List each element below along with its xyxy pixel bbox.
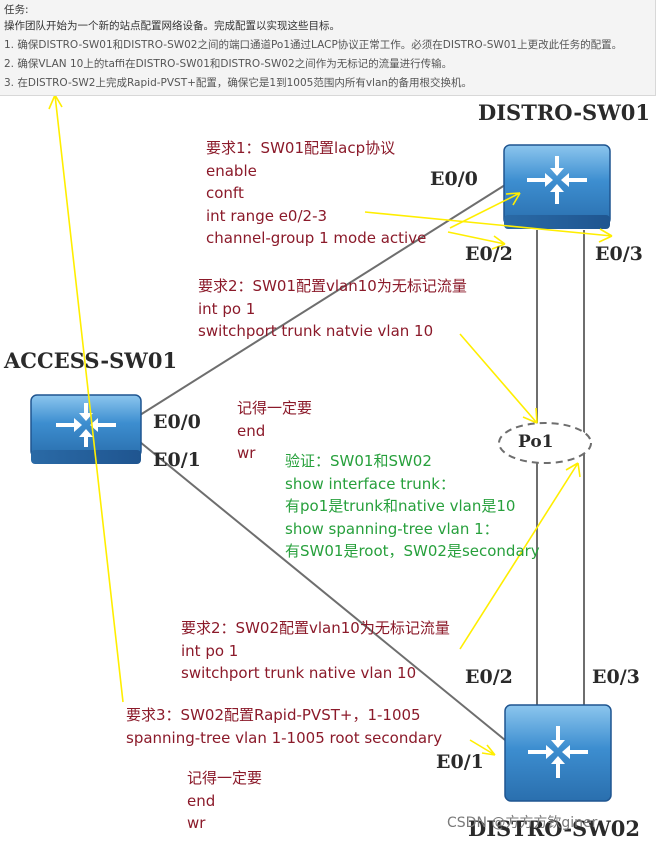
note-remember-1: 记得一定要 end wr: [237, 397, 312, 465]
port-d1-e03: E0/3: [595, 243, 643, 265]
arrow-req1-to-e02: [447, 231, 506, 250]
po1-label: Po1: [518, 432, 554, 452]
note-req1-line: int range e0/2-3: [206, 206, 328, 225]
note-remember-line: 记得一定要: [237, 399, 313, 417]
note-remember-line: end: [237, 421, 266, 440]
note-req3: 要求3：SW02配置Rapid-PVST+，1-1005 spanning-tr…: [126, 704, 442, 749]
note-req2-sw02-line: int po 1: [181, 641, 239, 660]
note-verify-line: 有SW01是root，SW02是secondary: [285, 542, 540, 560]
arrow-req2a-to-po1: [459, 333, 538, 424]
note-verify-line: 验证：SW01和SW02: [285, 452, 432, 470]
arrow-req1-to-e00: [449, 192, 521, 229]
note-verify-line: show spanning-tree vlan 1：: [285, 519, 499, 538]
port-d2-e03: E0/3: [592, 666, 640, 688]
switch-icon-distro-sw01[interactable]: [503, 144, 611, 229]
port-a-e01: E0/1: [153, 449, 201, 471]
note-remember-line: end: [187, 791, 216, 810]
device-label-distro-sw02: DISTRO-SW02: [468, 816, 641, 841]
note-remember-line: 记得一定要: [187, 769, 263, 787]
note-req2-sw02: 要求2：SW02配置vlan10为无标记流量 int po 1 switchpo…: [181, 617, 450, 685]
note-req1-line: channel-group 1 mode active: [206, 229, 427, 247]
device-label-access-sw01: ACCESS-SW01: [4, 348, 178, 373]
arrow-req1-to-e03: [364, 211, 613, 243]
po1-bundle-ellipse: [498, 422, 592, 464]
task-item-3: 3. 在DISTRO-SW2上完成Rapid-PVST+配置，确保它是1到100…: [4, 77, 473, 89]
port-d1-e00: E0/0: [430, 168, 478, 190]
task-heading: 任务:: [4, 4, 29, 16]
arrow-req3-to-distro2: [469, 739, 496, 756]
port-d2-e02: E0/2: [465, 666, 513, 688]
task-item-1: 1. 确保DISTRO-SW01和DISTRO-SW02之间的端口通道Po1通过…: [4, 39, 623, 51]
link-access-distro2: [139, 441, 506, 741]
note-req3-line: 要求3：SW02配置Rapid-PVST+，1-1005: [126, 706, 421, 724]
note-req2-sw01: 要求2：SW01配置vlan10为无标记流量 int po 1 switchpo…: [198, 275, 467, 343]
link-access-distro1: [139, 184, 506, 416]
arrow-req3-to-task3: [48, 94, 124, 703]
switch-icon-distro-sw02[interactable]: [504, 704, 612, 802]
note-req1-line: enable: [206, 161, 257, 180]
task-panel: 任务: 操作团队开始为一个新的站点配置网络设备。完成配置以实现这些目标。 1. …: [0, 0, 656, 96]
watermark: CSDN @方方方钦giner: [447, 815, 598, 831]
note-verify-line: 有po1是trunk和native vlan是10: [285, 497, 516, 515]
port-d1-e02: E0/2: [465, 243, 513, 265]
note-remember-line: wr: [237, 444, 256, 462]
task-intro: 操作团队开始为一个新的站点配置网络设备。完成配置以实现这些目标。: [4, 20, 340, 32]
note-verify: 验证：SW01和SW02 show interface trunk： 有po1是…: [285, 450, 540, 563]
arrow-req2b-to-po1: [459, 462, 581, 650]
note-req2-sw01-line: int po 1: [198, 299, 256, 318]
note-verify-line: show interface trunk：: [285, 474, 455, 493]
note-req2-sw02-line: 要求2：SW02配置vlan10为无标记流量: [181, 619, 450, 637]
note-req2-sw02-line: switchport trunk native vlan 10: [181, 664, 417, 682]
note-remember-line: wr: [187, 814, 206, 832]
note-req2-sw01-line: switchport trunk natvie vlan 10: [198, 322, 434, 340]
note-req1-line: conft: [206, 184, 244, 202]
device-label-distro-sw01: DISTRO-SW01: [478, 100, 651, 125]
port-d2-e01: E0/1: [436, 751, 484, 773]
note-req3-line: spanning-tree vlan 1-1005 root secondary: [126, 728, 443, 747]
note-req2-sw01-line: 要求2：SW01配置vlan10为无标记流量: [198, 277, 467, 295]
port-a-e00: E0/0: [153, 411, 201, 433]
task-item-2: 2. 确保VLAN 10上的taffi在DISTRO-SW01和DISTRO-S…: [4, 58, 453, 70]
note-req1: 要求1：SW01配置lacp协议 enable conft int range …: [206, 137, 426, 250]
note-remember-2: 记得一定要 end wr: [187, 767, 262, 835]
note-req1-line: 要求1：SW01配置lacp协议: [206, 139, 396, 157]
switch-icon-access-sw01[interactable]: [30, 394, 142, 464]
